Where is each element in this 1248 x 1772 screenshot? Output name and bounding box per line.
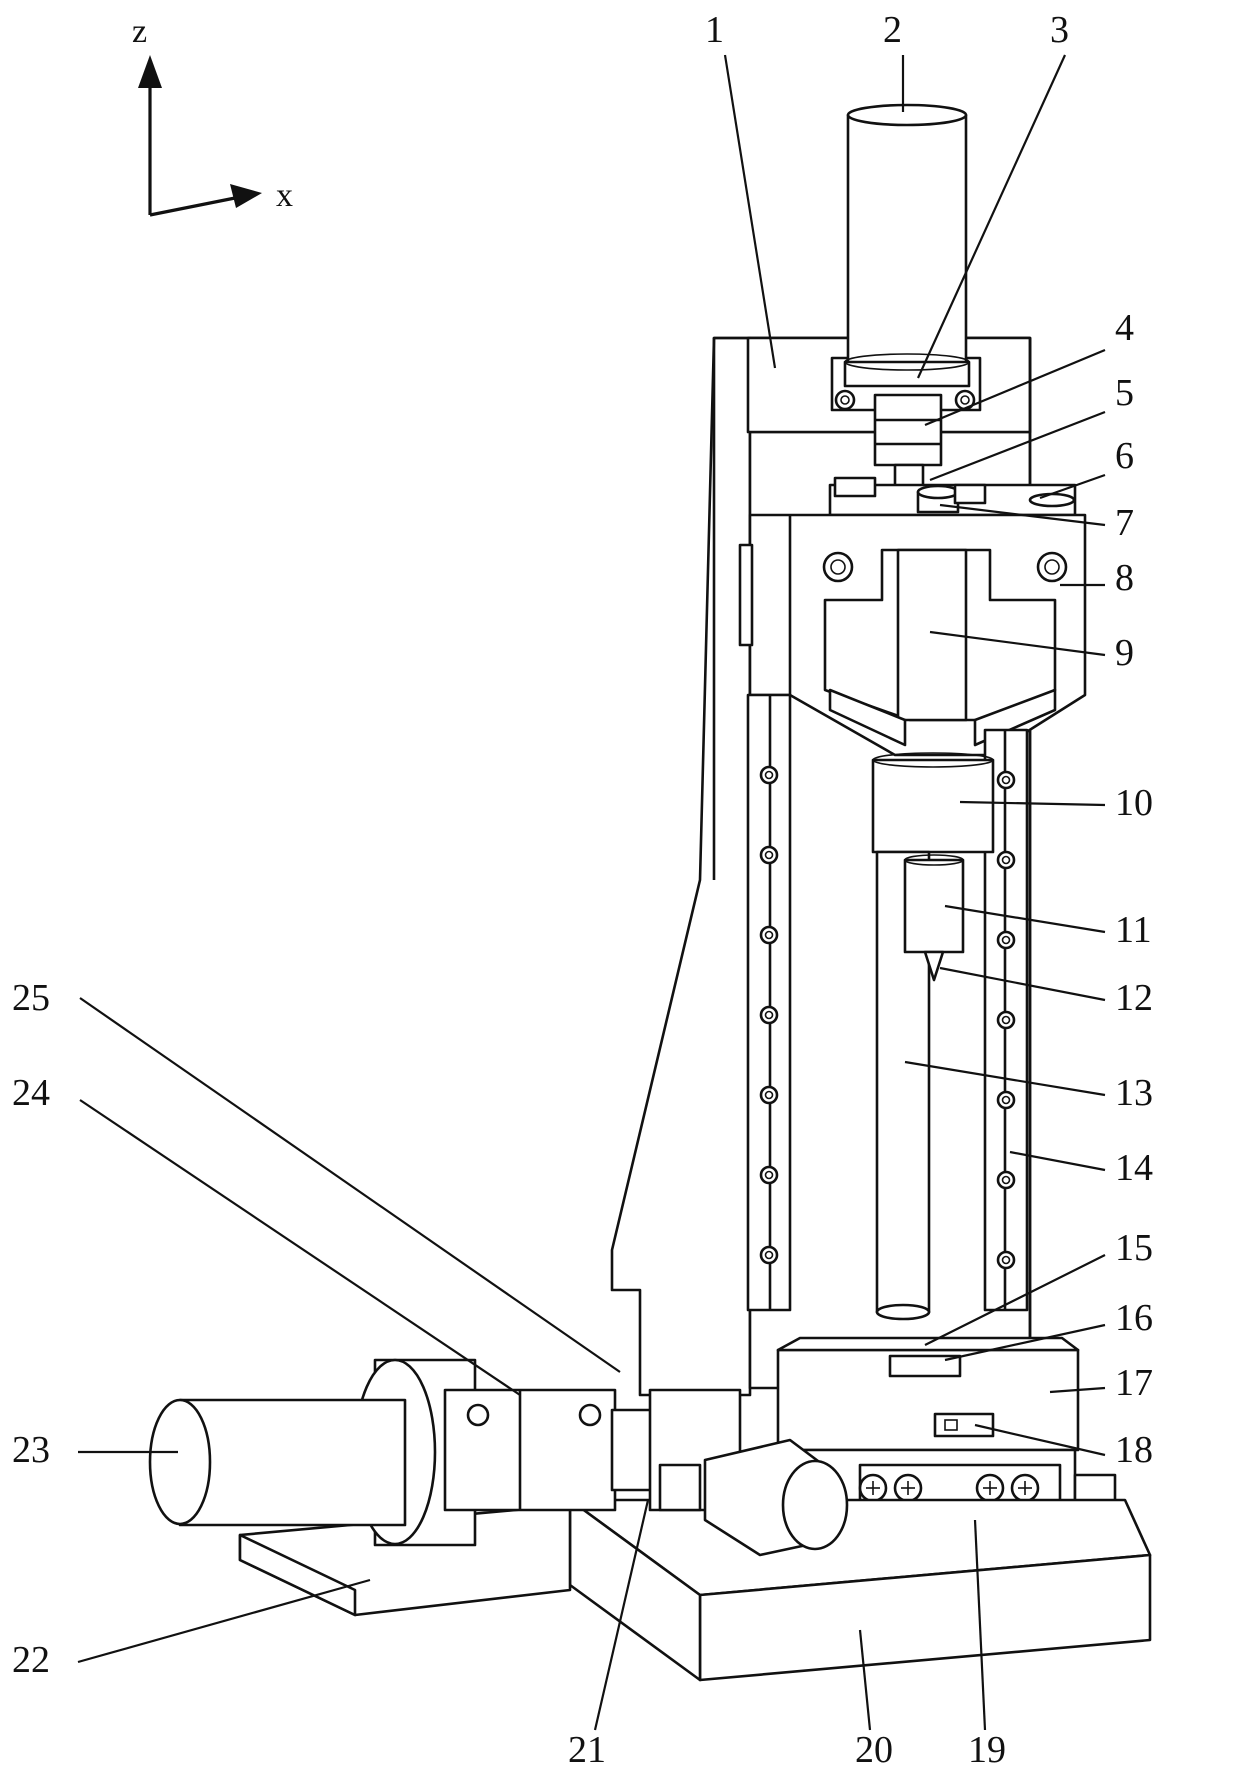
x-axis-label: x	[276, 177, 293, 214]
part-label-11: 11	[1115, 909, 1152, 951]
part-label-18: 18	[1115, 1429, 1153, 1471]
part-label-7: 7	[1115, 502, 1134, 544]
leader-line-6	[1039, 473, 1106, 500]
part-label-17: 17	[1115, 1362, 1153, 1404]
leader-line-9	[929, 630, 1106, 657]
part-label-20: 20	[855, 1729, 893, 1771]
leader-line-25	[79, 997, 621, 1373]
leader-line-1	[723, 54, 777, 369]
leader-line-12	[939, 966, 1106, 1002]
coordinate-axes: z x	[132, 13, 293, 217]
leader-line-18	[974, 1423, 1106, 1457]
tool-head	[871, 752, 995, 1321]
side-base	[238, 1503, 572, 1617]
leader-line-7	[939, 503, 1106, 527]
top-plate	[828, 476, 1077, 517]
part-label-21: 21	[568, 1729, 606, 1771]
leader-line-16	[944, 1323, 1106, 1362]
base-block	[568, 1498, 1152, 1682]
leader-line-19	[973, 1519, 987, 1731]
z-axis-label: z	[132, 13, 147, 50]
part-label-3: 3	[1050, 9, 1069, 51]
part-label-13: 13	[1115, 1072, 1153, 1114]
part-label-1: 1	[705, 9, 724, 51]
top-motor	[843, 103, 971, 388]
part-label-23: 23	[12, 1429, 50, 1471]
part-label-25: 25	[12, 977, 50, 1019]
part-label-5: 5	[1115, 372, 1134, 414]
coupling	[873, 393, 943, 489]
part-label-12: 12	[1115, 977, 1153, 1019]
leader-line-11	[944, 904, 1106, 934]
leader-line-22	[77, 1578, 371, 1664]
leader-line-21	[593, 1499, 650, 1731]
leader-line-3	[916, 54, 1067, 379]
part-label-16: 16	[1115, 1297, 1153, 1339]
leader-line-20	[858, 1629, 872, 1731]
leader-line-24	[79, 1099, 521, 1396]
part-label-8: 8	[1115, 557, 1134, 599]
leader-line-15	[924, 1254, 1106, 1346]
leader-line-14	[1009, 1150, 1106, 1172]
part-label-6: 6	[1115, 435, 1134, 477]
leader-line-5	[929, 410, 1106, 482]
part-label-15: 15	[1115, 1227, 1153, 1269]
part-label-24: 24	[12, 1072, 50, 1114]
side-motor	[148, 1358, 849, 1557]
part-label-9: 9	[1115, 632, 1134, 674]
rail-screws	[759, 765, 1016, 1270]
part-label-14: 14	[1115, 1147, 1153, 1189]
part-label-10: 10	[1115, 782, 1153, 824]
leader-line-13	[904, 1060, 1106, 1097]
leader-line-4	[924, 348, 1106, 427]
leader-line-17	[1049, 1386, 1106, 1394]
part-label-2: 2	[883, 9, 902, 51]
leader-line-10	[959, 800, 1106, 807]
part-label-19: 19	[968, 1729, 1006, 1771]
part-label-4: 4	[1115, 307, 1134, 349]
part-label-22: 22	[12, 1639, 50, 1681]
